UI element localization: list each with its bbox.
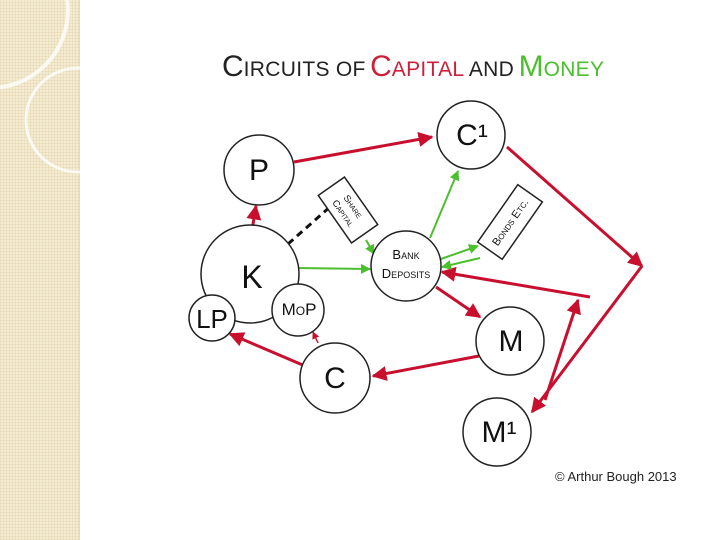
arrow-c-to-mop xyxy=(313,332,318,343)
node-c-label: C xyxy=(324,364,346,394)
diagram-title: CIRCUITS OF CAPITAL AND MONEY xyxy=(222,50,604,84)
title-money: ONEY xyxy=(544,58,605,81)
title-and: AND xyxy=(469,58,514,81)
node-bank-label: Bank Deposits xyxy=(382,246,430,284)
node-lp-label: LP xyxy=(196,306,228,332)
arrow-m1-up xyxy=(545,300,578,400)
title-initial-capital: C xyxy=(370,50,392,83)
mop-m: M xyxy=(282,300,296,319)
title-initial-c: C xyxy=(222,50,244,83)
node-k-label: K xyxy=(241,261,262,293)
copyright-notice: © Arthur Bough 2013 xyxy=(555,469,677,484)
arrow-k-to-bank xyxy=(297,268,370,269)
bank-line2: Deposits xyxy=(382,265,430,284)
mop-o: O xyxy=(296,304,305,318)
arrow-bank-to-bonds xyxy=(438,246,478,260)
arrow-bonds-to-bank xyxy=(442,258,480,267)
arrow-to-bank xyxy=(442,272,590,297)
sidebar-decoration xyxy=(0,0,130,172)
bank-line1: Bank xyxy=(382,246,430,265)
arrow-p-to-c1 xyxy=(294,137,432,162)
arrow-bank-to-m xyxy=(436,287,480,317)
arrow-share-to-bank xyxy=(366,240,374,254)
arrow-m-to-c xyxy=(373,356,479,376)
node-p-label: P xyxy=(249,156,269,186)
node-m-label: M xyxy=(499,327,524,357)
node-mop-label: MOP xyxy=(282,301,317,319)
node-m1-label: M¹ xyxy=(482,418,517,448)
mop-p: P xyxy=(305,300,316,319)
arrow-c-to-lp xyxy=(230,334,305,366)
title-capital: APITAL xyxy=(392,58,465,81)
title-initial-money: M xyxy=(519,50,544,83)
node-c1-label: C¹ xyxy=(456,121,488,151)
arrow-bank-to-c1 xyxy=(430,171,458,238)
title-circuits-of: IRCUITS OF xyxy=(244,58,366,81)
bonds-box: Bonds Etc. xyxy=(478,185,543,260)
